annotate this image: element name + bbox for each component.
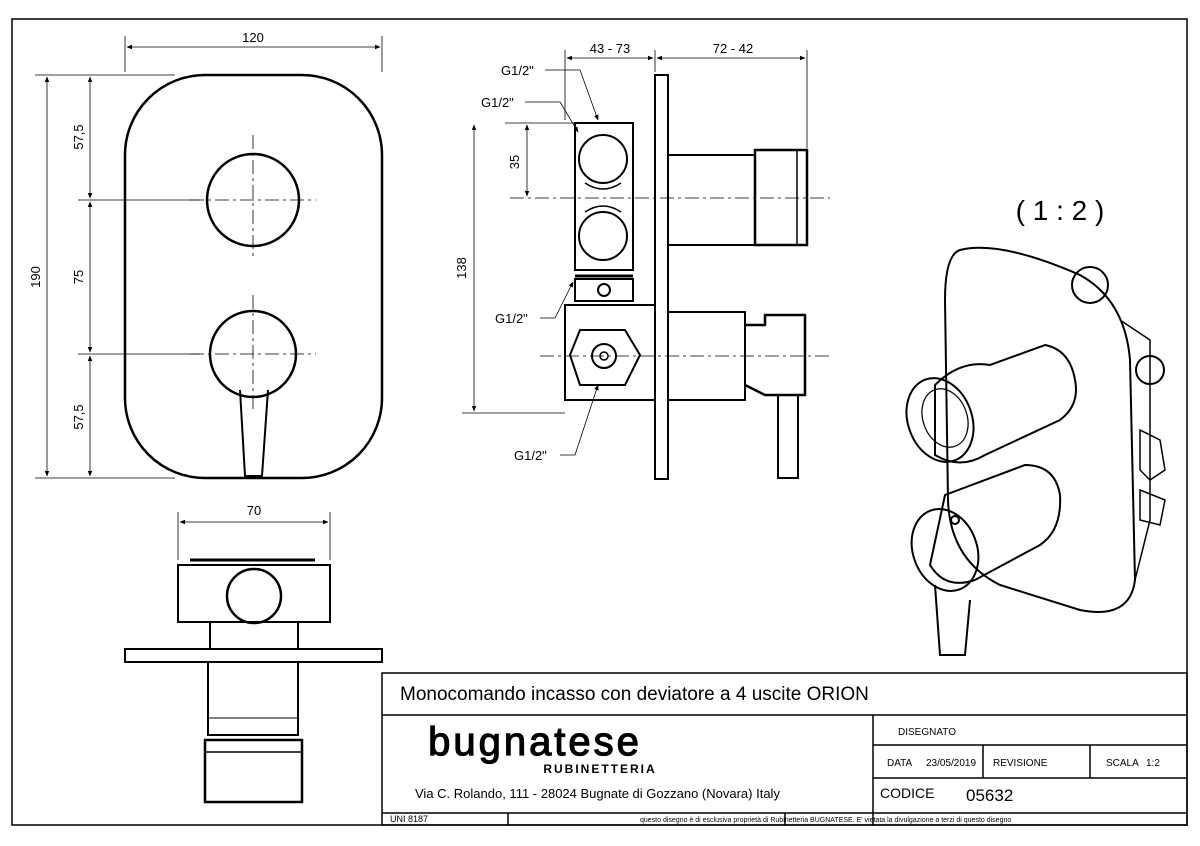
designed-label: DISEGNATO [898,727,956,738]
front-upper-dimension: 57,5 [71,124,86,149]
iso-diverter-knob [905,377,975,463]
side-cover-plate [654,74,669,480]
brand-subtitle: RUBINETTERIA [543,762,656,776]
side-lever [777,395,799,479]
front-lower-dimension: 57,5 [71,404,86,429]
bottom-stem-cap [203,738,304,804]
bottom-view [124,512,383,804]
mixer-lever-outline [239,389,269,477]
iso-mixer-knob [910,508,980,592]
isometric-view [905,246,1166,656]
upper-port-2 [578,211,628,261]
upper-valve-body [574,122,634,271]
bottom-width-dimension: 70 [247,503,261,518]
scale-note: ( 1 : 2 ) [1016,195,1105,226]
scale-value: 1:2 [1146,758,1160,769]
depth-right-dimension: 72 - 42 [713,41,753,56]
front-view [35,36,384,480]
code-label: CODICE [880,785,934,801]
iso-lever [934,584,971,656]
front-width-dimension: 120 [242,30,264,45]
revision-label: REVISIONE [993,758,1048,769]
date-label: DATA [887,758,913,769]
company-address: Via C. Rolando, 111 - 28024 Bugnate di G… [415,786,780,801]
title-block [381,672,1188,826]
port-spacing-dimension: 35 [507,155,522,169]
thread-label-3: G1/2" [495,311,528,326]
bottom-cover-plate [124,648,383,663]
code-value: 05632 [966,786,1013,805]
bottom-port [225,567,283,625]
side-view [462,50,830,480]
depth-left-dimension: 43 - 73 [590,41,630,56]
scale-label: SCALA [1106,758,1139,769]
middle-ring [574,278,634,302]
iso-top-port [1071,266,1109,304]
thread-label-1: G1/2" [501,63,534,78]
bottom-valve-body [177,564,331,623]
date-value: 23/05/2019 [926,758,976,769]
upper-stem-cap [753,148,809,247]
upper-port-1 [578,134,628,184]
disclaimer-text: questo disegno è di esclusiva proprietà … [640,817,1011,824]
front-middle-dimension: 75 [71,270,86,284]
iso-cover-plate [943,246,1137,613]
cover-plate-outline [123,73,384,480]
standard-label: UNI 8187 [390,814,428,824]
body-height-dimension: 138 [454,257,469,279]
lower-valve-body [564,304,656,401]
thread-label-2: G1/2" [481,95,514,110]
brand-logo: bugnatese [428,720,642,764]
thread-label-4: G1/2" [514,448,547,463]
front-height-dimension: 190 [28,266,43,288]
product-title: Monocomando incasso con deviatore a 4 us… [400,684,869,705]
